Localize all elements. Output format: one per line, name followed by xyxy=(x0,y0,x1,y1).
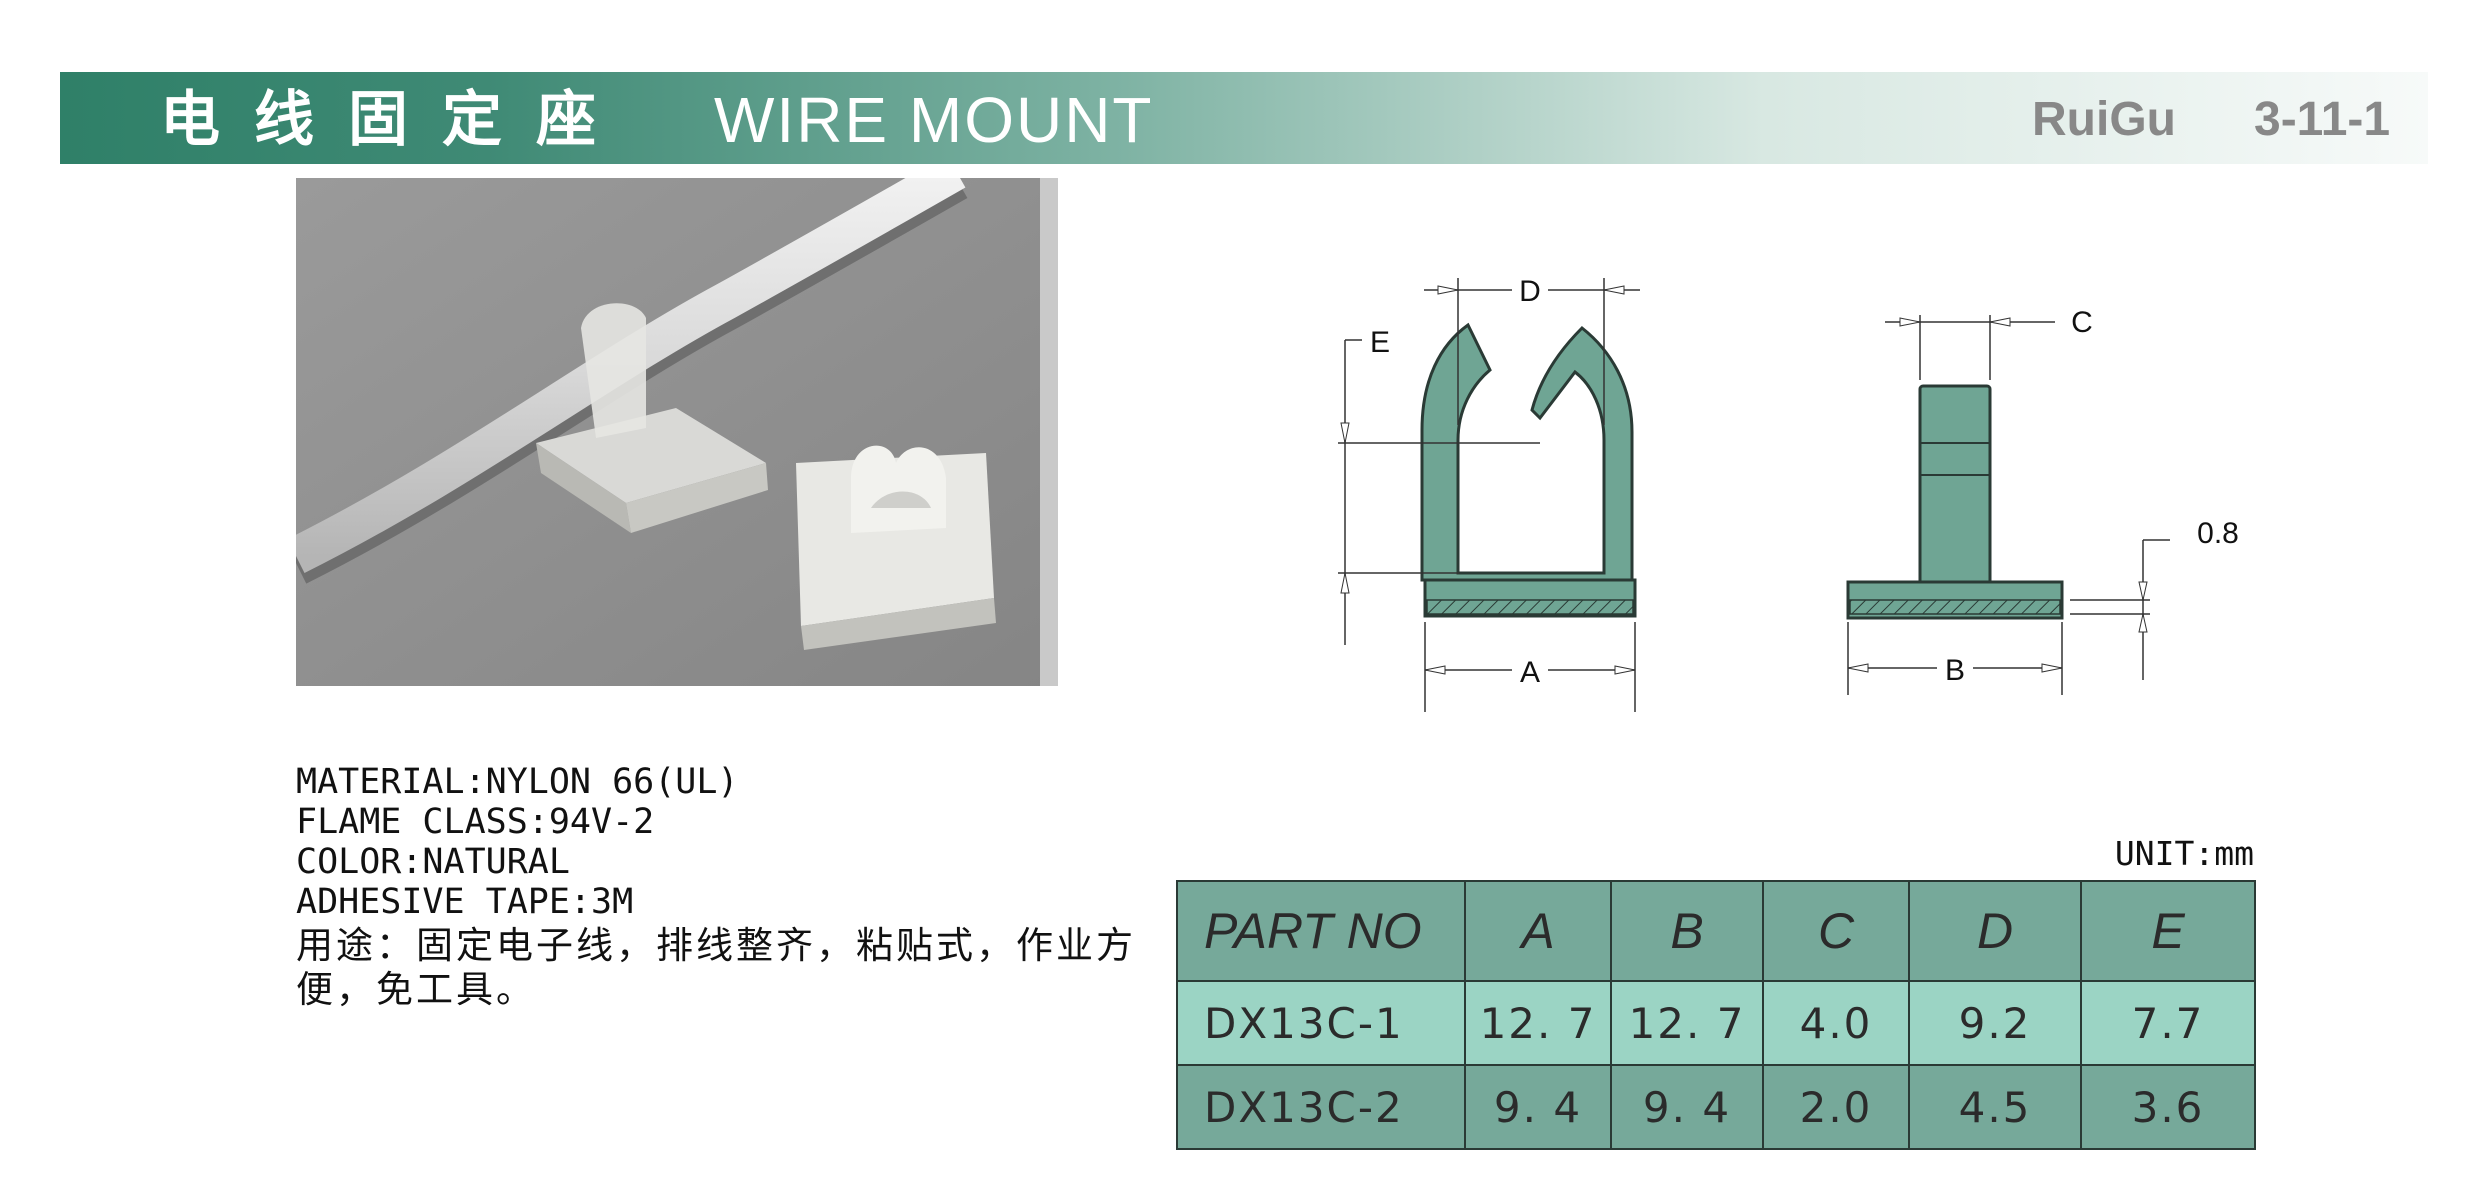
a-cell: 12. 7 xyxy=(1464,980,1612,1066)
part-no-cell: DX13C-2 xyxy=(1176,1064,1466,1150)
label-a: A xyxy=(1520,656,1540,689)
e-cell: 3.6 xyxy=(2080,1064,2256,1150)
dimension-drawing: D E A C 0.8 xyxy=(1338,272,2239,712)
label-d: D xyxy=(1519,275,1541,308)
c-cell: 2.0 xyxy=(1762,1064,1910,1150)
header-b: B xyxy=(1610,880,1764,982)
label-b: B xyxy=(1945,654,1965,687)
header-c: C xyxy=(1762,880,1910,982)
a-cell: 9. 4 xyxy=(1464,1064,1612,1150)
table-row: DX13C-1 12. 7 12. 7 4.0 9.2 7.7 xyxy=(1176,980,2256,1066)
material-spec: MATERIAL:NYLON 66(UL) xyxy=(296,762,739,802)
d-cell: 9.2 xyxy=(1908,980,2082,1066)
label-thickness: 0.8 xyxy=(2197,517,2239,550)
header-a: A xyxy=(1464,880,1612,982)
header-d: D xyxy=(1908,880,2082,982)
page-title-english: WIRE MOUNT xyxy=(714,84,1154,156)
adhesive-tape-spec: ADHESIVE TAPE:3M xyxy=(296,882,634,922)
b-cell: 12. 7 xyxy=(1610,980,1764,1066)
header-banner xyxy=(60,72,2428,164)
brand-name: RuiGu xyxy=(2032,93,2176,146)
specifications: MATERIAL:NYLON 66(UL) FLAME CLASS:94V-2 … xyxy=(296,762,1156,1012)
header-part-no: PART NO xyxy=(1176,880,1466,982)
front-view: D E A xyxy=(1338,272,1640,712)
d-cell: 4.5 xyxy=(1908,1064,2082,1150)
page-number: 3-11-1 xyxy=(2254,93,2391,146)
page-title-chinese: 电线固定座 xyxy=(160,85,630,155)
header-e: E xyxy=(2080,880,2256,982)
color-spec: COLOR:NATURAL xyxy=(296,842,570,882)
usage-description: 用途：固定电子线，排线整齐，粘贴式，作业方便，免工具。 xyxy=(296,924,1136,1011)
product-photo xyxy=(296,178,1058,686)
dimension-table: PART NO A B C D E DX13C-1 12. 7 12. 7 4.… xyxy=(1176,880,2256,1150)
label-c: C xyxy=(2071,306,2093,339)
flame-class-spec: FLAME CLASS:94V-2 xyxy=(296,802,655,842)
side-view: C 0.8 B xyxy=(1846,306,2239,695)
e-cell: 7.7 xyxy=(2080,980,2256,1066)
part-no-cell: DX13C-1 xyxy=(1176,980,1466,1066)
table-row: DX13C-2 9. 4 9. 4 2.0 4.5 3.6 xyxy=(1176,1064,2256,1150)
b-cell: 9. 4 xyxy=(1610,1064,1764,1150)
table-header-row: PART NO A B C D E xyxy=(1176,880,2256,982)
label-e: E xyxy=(1370,326,1390,359)
c-cell: 4.0 xyxy=(1762,980,1910,1066)
unit-label: UNIT:mm xyxy=(2114,834,2254,873)
